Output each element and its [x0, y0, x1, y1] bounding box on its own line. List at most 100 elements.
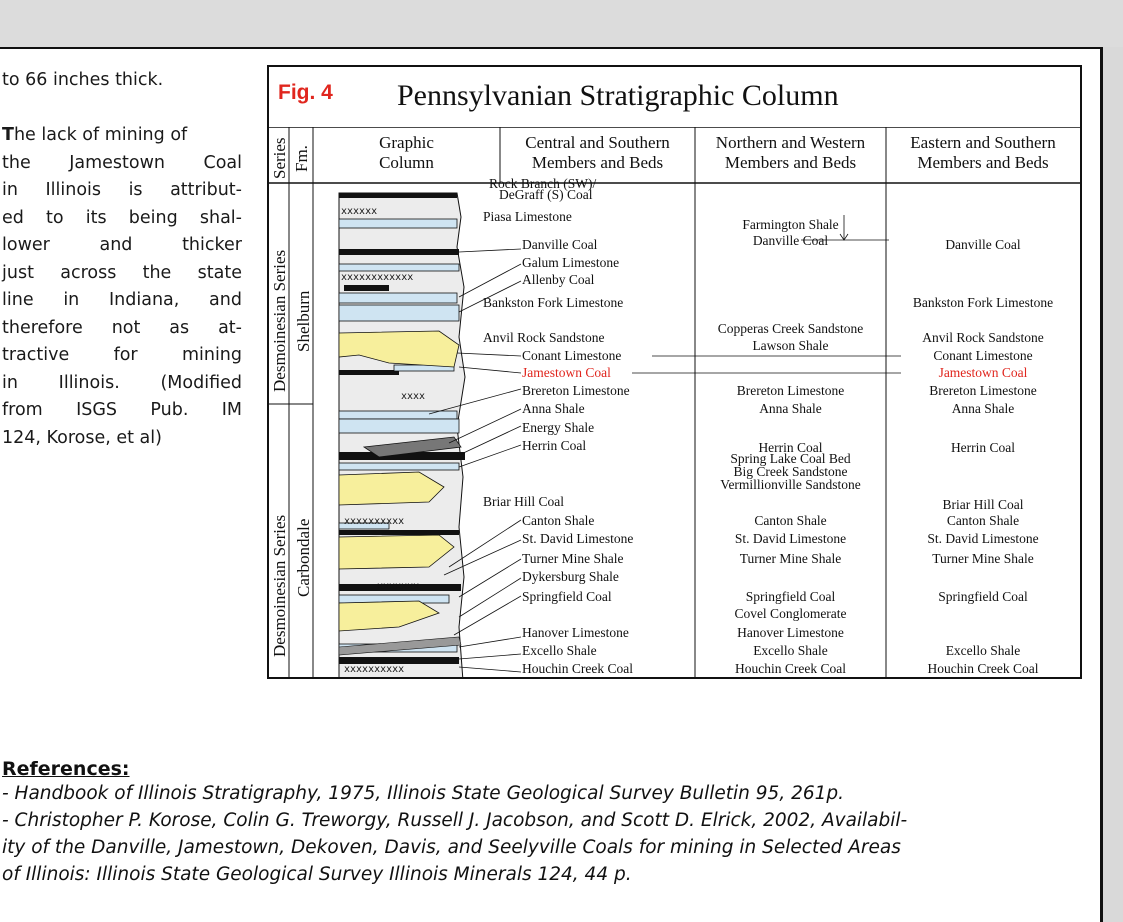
- header-graphic-line2: Column: [379, 153, 434, 172]
- body-word: mining: [181, 345, 242, 365]
- bed-label: Anna Shale: [522, 401, 585, 416]
- body-word: state: [197, 262, 242, 283]
- bed-label: DeGraff (S) Coal: [499, 187, 593, 202]
- bed-label: Spring Lake Coal Bed: [730, 451, 851, 466]
- body-text-line: to 66 inches thick.: [2, 67, 242, 95]
- bed-label: Springfield Coal: [938, 589, 1028, 604]
- body-word: Jamestown: [69, 152, 165, 173]
- bed-label: St. David Limestone: [522, 531, 634, 546]
- body-word: across: [60, 262, 117, 283]
- bed-label: Excello Shale: [753, 643, 828, 658]
- bed-label: Covel Conglomerate: [734, 606, 847, 621]
- body-word: not: [111, 317, 141, 338]
- body-word: ISGS: [76, 400, 118, 420]
- svg-text:xxxxxxxxxxxx: xxxxxxxxxxxx: [341, 272, 413, 283]
- formation-label-shelburn: Shelburn: [294, 290, 313, 352]
- body-word: (Modified: [160, 372, 242, 393]
- bed-label: Dykersburg Shale: [522, 569, 619, 584]
- bed-label: Canton Shale: [946, 513, 1020, 528]
- header-central-line2: Members and Beds: [531, 153, 664, 172]
- body-text-line: line in Indiana, and: [2, 287, 242, 315]
- body-word: for: [113, 345, 138, 365]
- leader-lines: [428, 215, 901, 673]
- body-word: therefore: [2, 317, 83, 338]
- bed-label: Vermillionville Sandstone: [720, 477, 861, 492]
- body-word: line: [2, 290, 34, 310]
- header-northern: Northern and Western Members and Beds: [695, 133, 886, 173]
- bed-label: Farmington Shale: [742, 217, 839, 232]
- bed-label: Briar Hill Coal: [942, 497, 1024, 512]
- body-text-line: [2, 95, 242, 123]
- body-word: tractive: [2, 345, 70, 365]
- bed-label: Brereton Limestone: [522, 383, 630, 398]
- bed-label: Houchin Creek Coal: [927, 661, 1039, 676]
- bed-label: St. David Limestone: [734, 531, 847, 546]
- header-eastern-line2: Members and Beds: [917, 153, 1049, 172]
- bed-label: Turner Mine Shale: [739, 551, 842, 566]
- bed-label: Anvil Rock Sandstone: [922, 330, 1044, 345]
- body-text: to 66 inches thick. The lack of mining o…: [2, 67, 242, 452]
- body-word: ed: [2, 207, 24, 228]
- svg-text:xxxxxxx: xxxxxxx: [377, 581, 419, 592]
- body-word: thicker: [182, 235, 242, 255]
- bed-label: Conant Limestone: [522, 348, 622, 363]
- figure-label: Fig. 4: [278, 81, 333, 104]
- bed-label: Danville Coal: [752, 233, 829, 248]
- svg-text:xxxxxx: xxxxxx: [341, 206, 377, 217]
- bed-label: Excello Shale: [522, 643, 597, 658]
- bed-label: Anna Shale: [951, 401, 1015, 416]
- header-central-line1: Central and Southern: [525, 133, 670, 152]
- body-word: attribut-: [170, 180, 242, 200]
- header-graphic: Graphic Column: [313, 133, 500, 173]
- body-word: in: [63, 290, 80, 310]
- bed-label: Danville Coal: [945, 237, 1021, 252]
- right-gutter: [1106, 47, 1123, 922]
- body-word: just: [2, 262, 34, 283]
- bed-label: Houchin Creek Coal: [735, 661, 846, 676]
- header-graphic-line1: Graphic: [379, 133, 434, 152]
- body-word: from: [2, 400, 43, 420]
- body-word: to 66 inches thick.: [2, 70, 164, 90]
- body-word: its: [85, 207, 107, 228]
- body-word: to: [46, 207, 64, 228]
- body-word: Indiana,: [109, 290, 180, 310]
- bed-label: Danville Coal: [522, 237, 598, 252]
- header-eastern-line1: Eastern and Southern: [910, 133, 1056, 152]
- body-text-line: The lack of mining of: [2, 122, 242, 150]
- body-word: being: [128, 207, 178, 228]
- body-word: shal-: [199, 207, 242, 228]
- body-word: the: [142, 262, 172, 283]
- bed-label: Lawson Shale: [752, 338, 829, 353]
- svg-text:xxxx: xxxx: [401, 391, 425, 402]
- bed-label: Rock Branch (SW)/: [489, 176, 597, 191]
- body-word: The lack of mining of: [2, 125, 188, 145]
- series-label-lower: Desmoinesian Series: [270, 514, 289, 657]
- bed-label: Herrin Coal: [758, 440, 823, 455]
- body-word: 124, Korose, et al): [2, 427, 162, 448]
- header-northern-line2: Members and Beds: [724, 153, 857, 172]
- bed-label: Canton Shale: [522, 513, 595, 528]
- formation-label-carbondale: Carbondale: [294, 518, 313, 597]
- body-word: and: [209, 290, 242, 310]
- body-word: Illinois.: [58, 372, 120, 393]
- bed-label: Anvil Rock Sandstone: [483, 330, 605, 345]
- body-word: Coal: [203, 152, 242, 173]
- bed-label: Herrin Coal: [522, 438, 587, 453]
- bed-label: Big Creek Sandstone: [733, 464, 848, 479]
- body-text-line: just across the state: [2, 260, 242, 288]
- bed-label: St. David Limestone: [927, 531, 1039, 546]
- figure-title: Pennsylvanian Stratigraphic Column: [397, 79, 839, 112]
- body-word: at-: [218, 317, 242, 338]
- bed-label: Turner Mine Shale: [932, 551, 1034, 566]
- bed-label: Houchin Creek Coal: [522, 661, 633, 676]
- svg-text:xxxxxxxxxx: xxxxxxxxxx: [344, 516, 404, 527]
- graphic-column: xxxxxx xxxxxxxxxxxx xxxx xxxxxxxxxx xxxx…: [338, 192, 466, 677]
- header-series: Series: [270, 137, 289, 179]
- bed-label: Galum Limestone: [522, 255, 620, 270]
